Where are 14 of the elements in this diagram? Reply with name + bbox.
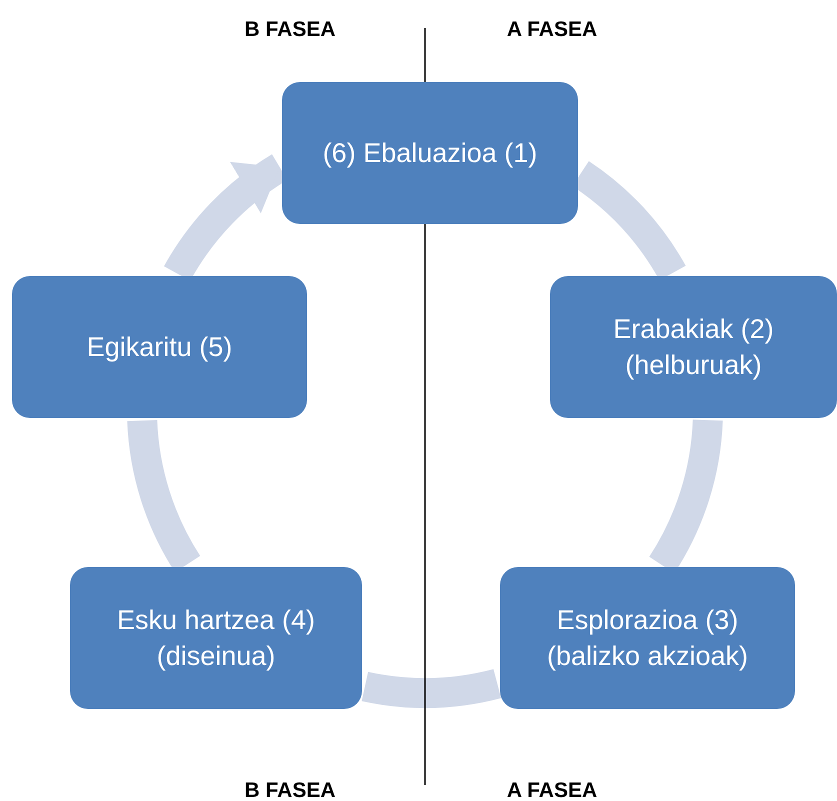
step-label: (6) Ebaluazioa (1) — [322, 136, 538, 170]
process-box — [550, 276, 837, 418]
step-label: Esku hartzea (4) (diseinua) — [116, 604, 316, 673]
process-box — [12, 276, 307, 418]
step-label: Erabakiak (2) (helburuak) — [612, 312, 775, 382]
process-box — [282, 82, 578, 224]
step-label: Esplorazioa (3) (balizko akzioak) — [546, 604, 750, 673]
phase-label: B FASEA — [244, 778, 336, 801]
phase-label: B FASEA — [244, 17, 336, 43]
process-box — [500, 567, 795, 709]
phase-label: A FASEA — [506, 778, 598, 801]
phase-label: A FASEA — [506, 17, 598, 43]
step-label: Egikaritu (5) — [86, 330, 232, 364]
process-box — [70, 567, 362, 709]
